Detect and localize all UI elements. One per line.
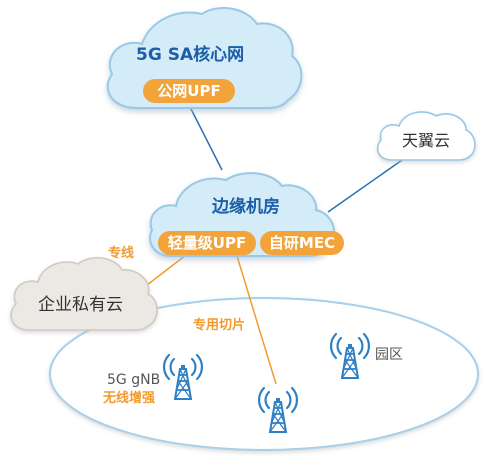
link-edge-tianyi <box>327 157 406 213</box>
core-cloud-title: 5G SA核心网 <box>136 45 245 65</box>
gnb-label: 5G gNB <box>107 372 161 388</box>
edge-cloud-title: 边缘机房 <box>212 197 280 217</box>
self-developed-mec-badge: 自研MEC <box>260 231 344 255</box>
dedicated-line-label: 专线 <box>108 246 135 261</box>
campus-area <box>49 297 479 451</box>
lightweight-upf-badge: 轻量级UPF <box>158 231 256 255</box>
tianyi-cloud-label: 天翼云 <box>402 131 451 150</box>
enterprise-cloud <box>10 257 158 331</box>
enterprise-cloud-label: 企业私有云 <box>38 295 123 315</box>
coverage-label: 无线增强 <box>103 391 156 406</box>
public-upf-badge: 公网UPF <box>143 79 235 103</box>
link-dedicated-slice <box>236 255 277 385</box>
campus-label: 园区 <box>375 347 403 363</box>
tianyi-cloud <box>376 111 476 161</box>
dedicated-slice-label: 专用切片 <box>193 318 246 333</box>
link-core-edge <box>187 102 223 171</box>
